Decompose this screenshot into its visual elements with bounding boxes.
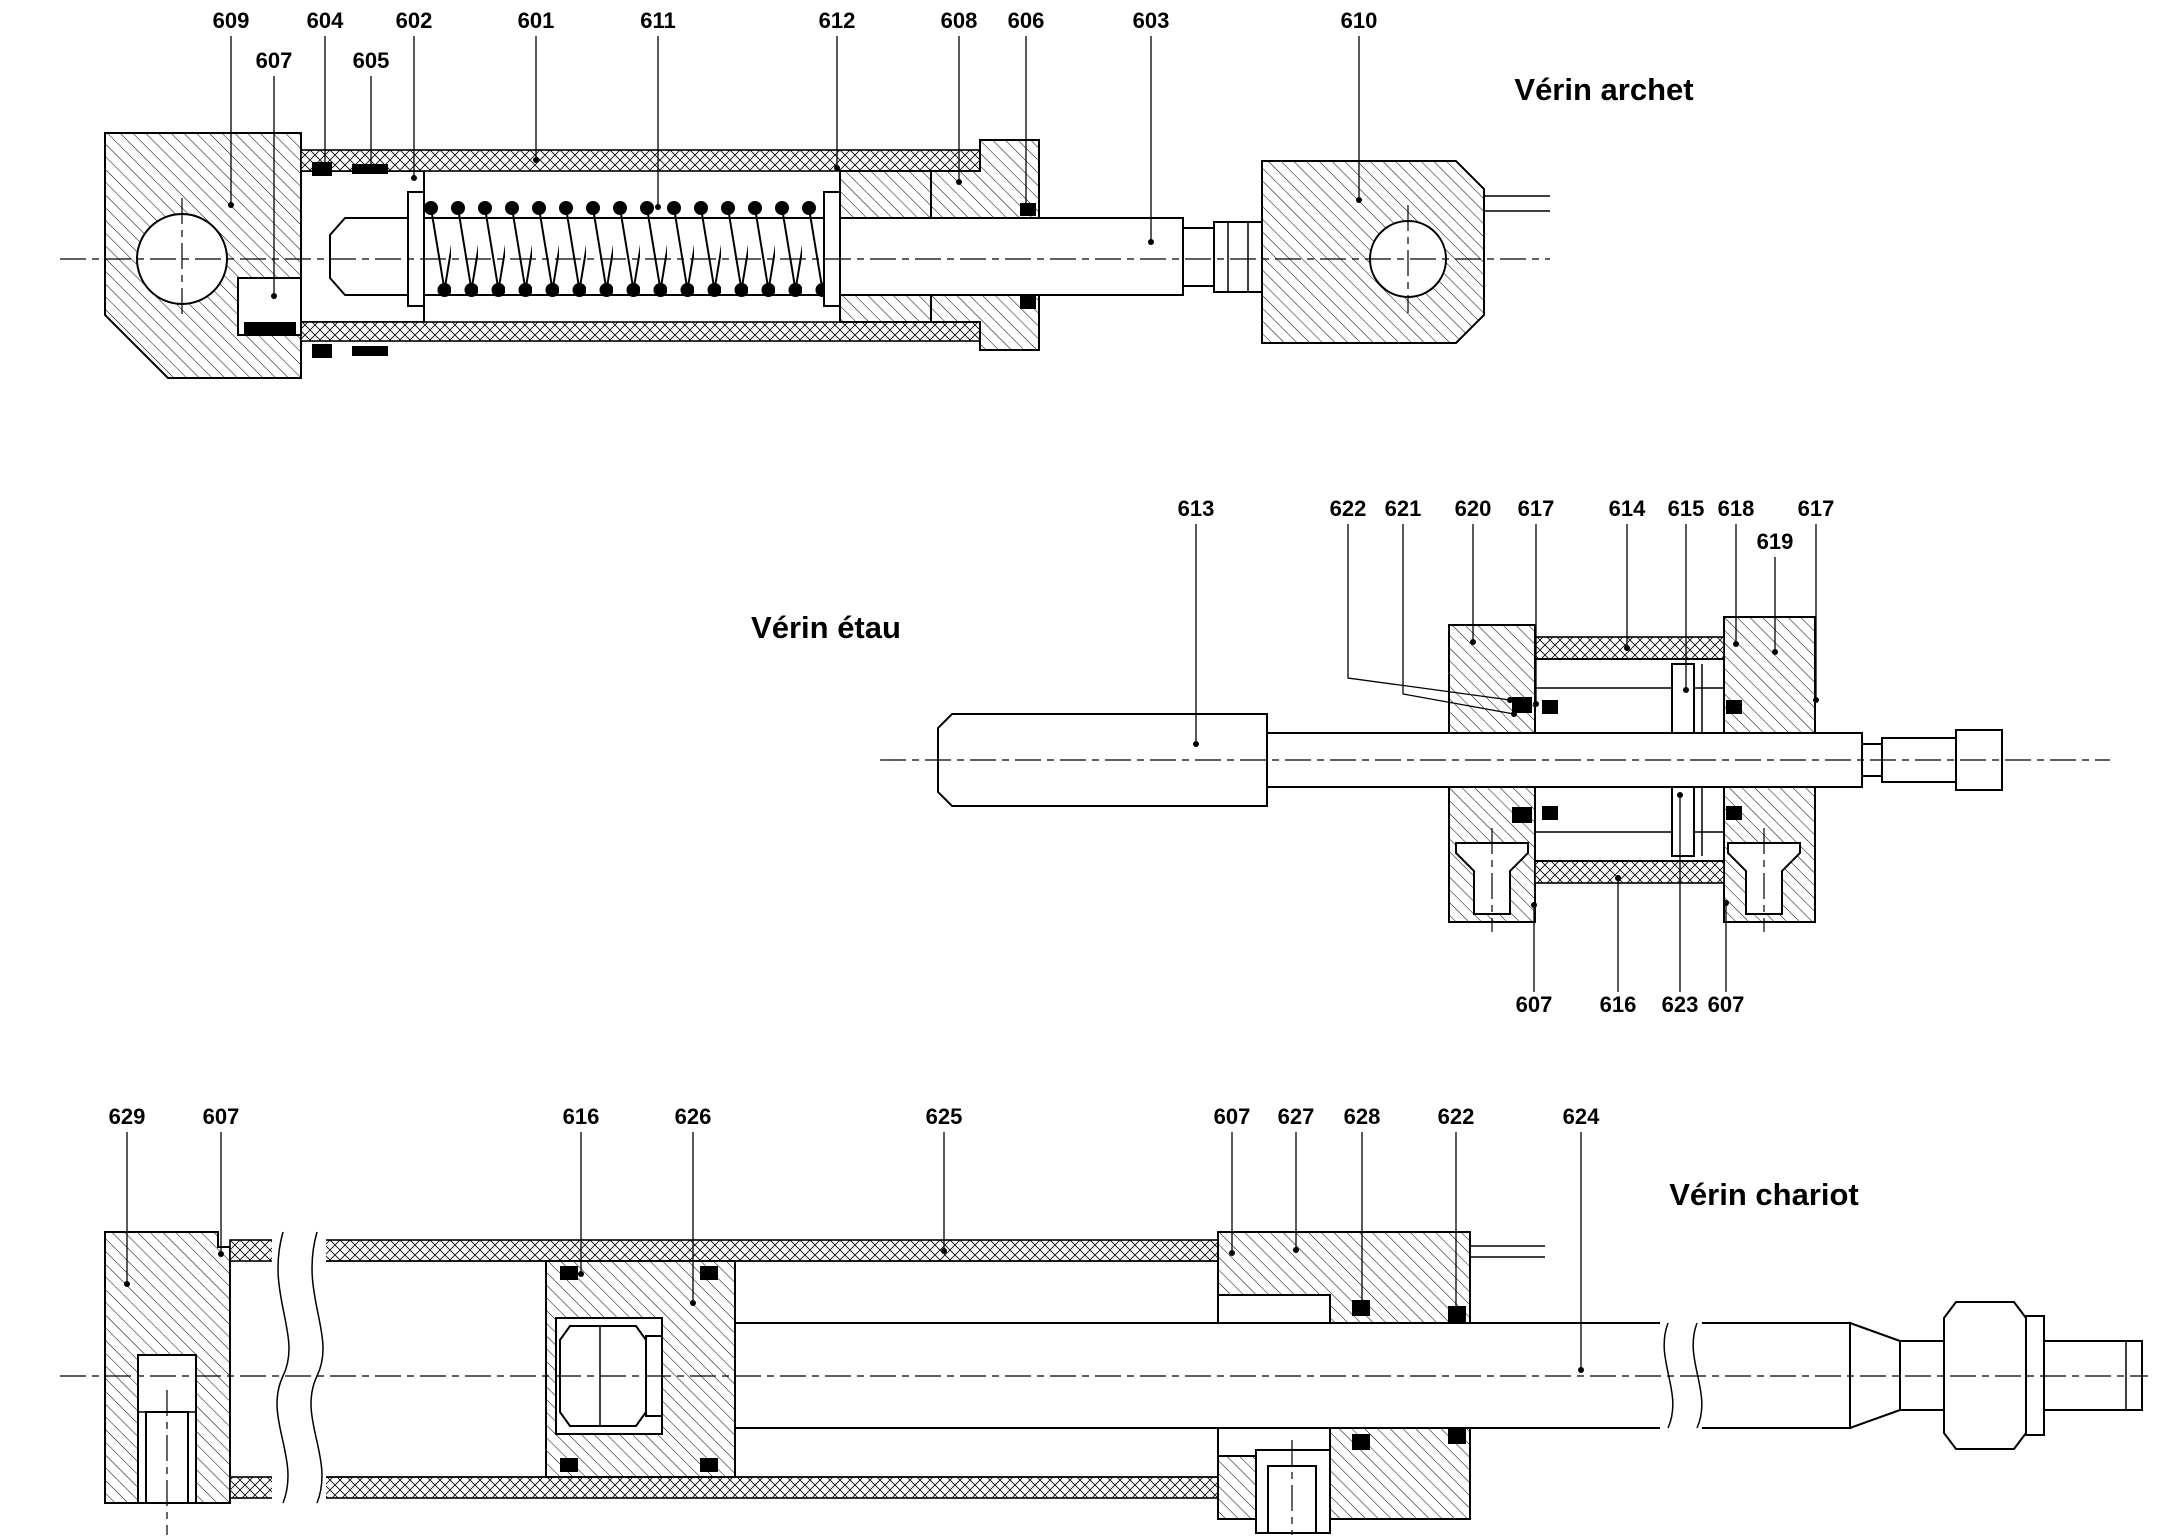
part-label-606: 606 (1008, 8, 1045, 33)
part-label-611: 611 (640, 8, 676, 33)
verin-archet-drawing (104, 132, 1550, 379)
part-label-604: 604 (307, 8, 344, 33)
archet-rod-neck (1182, 227, 1215, 287)
etau-thick-rod (937, 713, 1268, 807)
part-label-613: 613 (1178, 496, 1215, 521)
verin-chariot-drawing (104, 1230, 2143, 1535)
part-label-617-right: 617 (1798, 496, 1835, 521)
part-label-609: 609 (213, 8, 250, 33)
part-label-626: 626 (675, 1104, 712, 1129)
archet-tube-top-wall (300, 149, 981, 172)
archet-spring-seat-right (823, 191, 841, 307)
part-label-623: 623 (1662, 992, 1699, 1017)
chariot-tube-break (272, 1230, 326, 1505)
chariot-tube-top-wall (229, 1239, 1219, 1262)
chariot-seals (560, 1266, 1466, 1472)
part-label-620: 620 (1455, 496, 1492, 521)
part-label-608: 608 (941, 8, 978, 33)
part-label-605: 605 (353, 48, 390, 73)
archet-title: Vérin archet (1514, 72, 1693, 107)
part-label-629: 629 (109, 1104, 146, 1129)
chariot-title: Vérin chariot (1669, 1177, 1859, 1212)
part-label-607-bottom-left: 607 (1516, 992, 1553, 1017)
part-label-628: 628 (1344, 1104, 1381, 1129)
etau-bottom-wall (1534, 860, 1725, 884)
part-label-622: 622 (1438, 1104, 1475, 1129)
part-label-607-left: 607 (203, 1104, 240, 1129)
part-label-607: 607 (256, 48, 293, 73)
part-label-602: 602 (396, 8, 433, 33)
part-label-618: 618 (1718, 496, 1755, 521)
chariot-tube-bottom-wall (229, 1476, 1219, 1499)
part-label-607-bottom-right: 607 (1708, 992, 1745, 1017)
archet-labels: 609 607 604 605 602 601 611 612 608 606 … (213, 8, 1378, 299)
centerlines (60, 258, 2148, 1377)
chariot-labels: 629 607 616 626 625 607 627 628 622 624 (109, 1104, 1600, 1373)
part-label-625: 625 (926, 1104, 963, 1129)
etau-title: Vérin étau (751, 610, 901, 645)
part-label-627: 627 (1278, 1104, 1315, 1129)
part-label-622: 622 (1330, 496, 1367, 521)
etau-labels: 613 622 621 620 617 614 615 618 619 617 … (1178, 496, 1835, 1017)
part-label-616: 616 (563, 1104, 600, 1129)
archet-spring-seat-left (407, 191, 425, 307)
etau-seals (1512, 697, 1742, 823)
part-label-617-left: 617 (1518, 496, 1555, 521)
part-label-612: 612 (819, 8, 856, 33)
part-label-614: 614 (1609, 496, 1646, 521)
archet-spring (424, 196, 824, 302)
chariot-head-notch-top (1217, 1294, 1331, 1324)
part-label-603: 603 (1133, 8, 1170, 33)
part-label-624: 624 (1563, 1104, 1600, 1129)
part-label-616: 616 (1600, 992, 1637, 1017)
part-label-621: 621 (1385, 496, 1422, 521)
part-label-607-right: 607 (1214, 1104, 1251, 1129)
part-label-601: 601 (518, 8, 555, 33)
verin-etau-drawing (937, 616, 2003, 932)
part-label-619: 619 (1757, 529, 1794, 554)
part-label-615: 615 (1668, 496, 1705, 521)
part-label-610: 610 (1341, 8, 1378, 33)
archet-tube-bottom-wall (300, 321, 981, 342)
archet-rod-nut (1213, 221, 1263, 293)
